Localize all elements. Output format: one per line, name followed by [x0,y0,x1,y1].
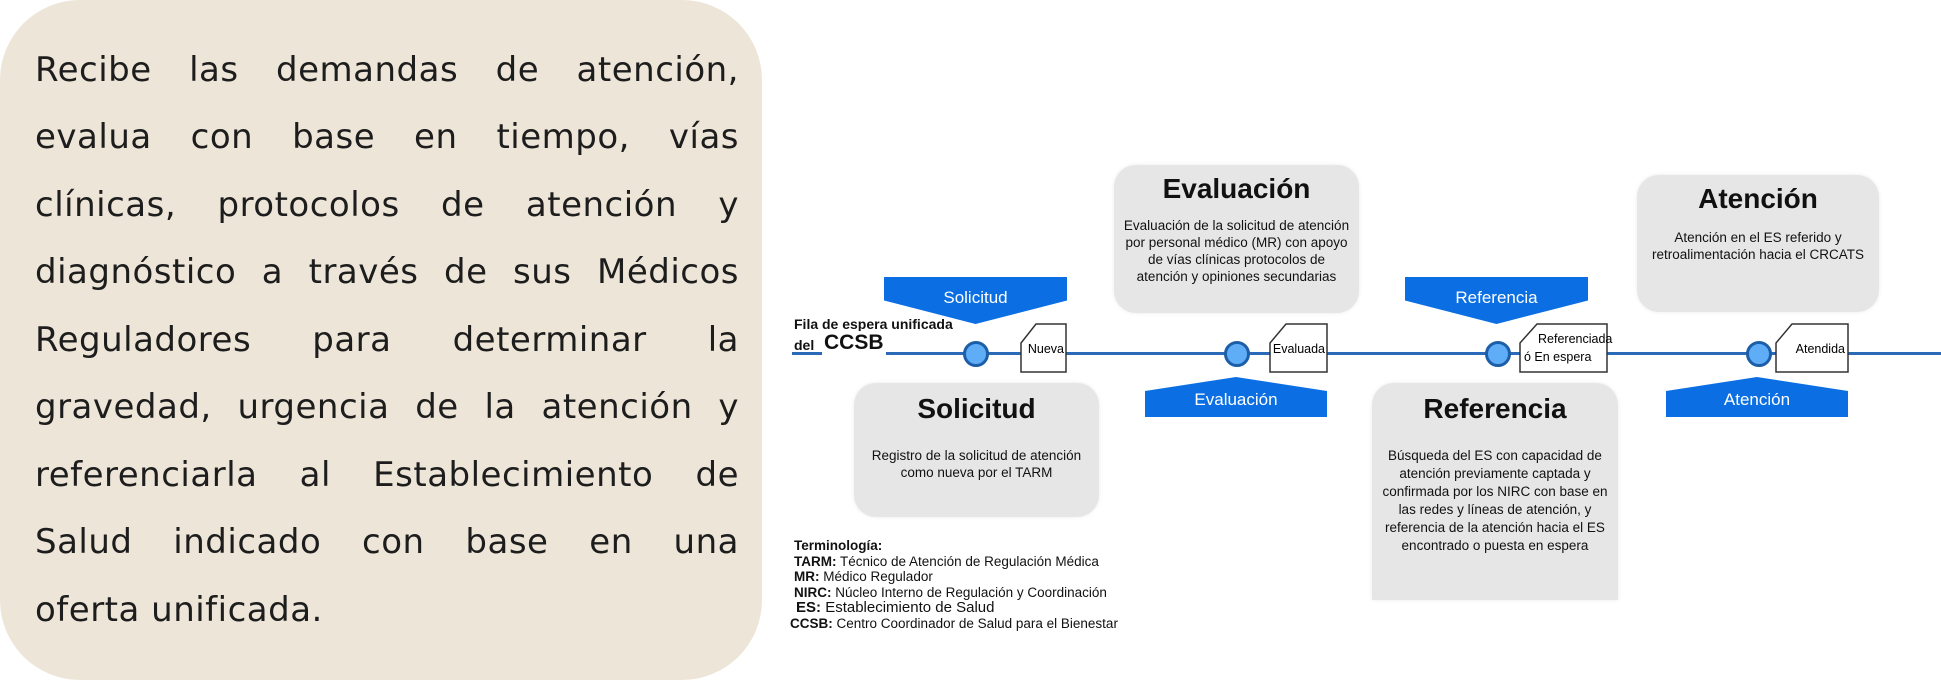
atencion-box-title: Atención [1698,183,1818,214]
atencion-box-text: Atención en el ES referido y retroalimen… [1651,230,1865,262]
solicitud-box-title: Solicitud [917,393,1036,424]
queue-label: Fila de espera unificada [794,316,953,332]
description-line: clínicas, protocolos de atención y [35,185,739,225]
terminology-title: Terminología: [794,538,883,553]
term-abbr: ES: [796,599,822,616]
tag-outline-nueva [1020,323,1067,373]
term-def: Técnico de Atención de Regulación Médica [840,553,1099,569]
description-line: Salud indicado con base en una [35,522,739,562]
evaluacion-banner-label: Evaluación [1194,390,1278,409]
queue-ccsb: CCSB [822,331,886,355]
description-line: diagnóstico a través de sus Médicos [35,252,739,292]
term-def: Centro Coordinador de Salud para el Bien… [836,615,1118,631]
terminology-item: CCSB: Centro Coordinador de Salud para e… [790,616,1118,632]
referencia-box-text: Búsqueda del ES con capacidad de atenció… [1382,448,1608,553]
referencia-box-title: Referencia [1423,393,1567,424]
timeline-node-referencia [1485,341,1511,367]
term-abbr: MR: [794,569,820,584]
atencion-box: Atención Atención en el ES referido y re… [1637,175,1879,312]
state-evaluada: Evaluada [1272,342,1325,356]
term-def: Establecimiento de Salud [825,599,995,616]
description-line: referenciarla al Establecimiento de [35,455,739,495]
terminology-item: TARM: Técnico de Atención de Regulación … [792,554,1118,570]
evaluacion-box-text: Evaluación de la solicitud de atención p… [1123,218,1350,284]
tag-outline-evaluada [1269,323,1328,373]
timeline-node-atencion [1746,341,1772,367]
description-panel: Recibe las demandas de atención, evalua … [0,0,762,680]
term-abbr: TARM: [794,553,837,569]
evaluacion-box-title: Evaluación [1162,173,1311,204]
terminology-item: MR: Médico Regulador [792,569,1118,585]
term-abbr: CCSB: [790,615,833,631]
solicitud-box-text: Registro de la solicitud de atención com… [871,448,1082,480]
referencia-box: Referencia Búsqueda del ES con capacidad… [1372,383,1618,600]
term-def: Médico Regulador [823,569,933,584]
tag-outline-referenciada [1519,323,1608,373]
terminology-item: ES: Establecimiento de Salud [792,600,1118,616]
term-def: Núcleo Interno de Regulación y Coordinac… [835,584,1107,600]
state-atendida: Atendida [1795,342,1845,356]
state-referenciada: Referenciada ó En espera [1524,330,1613,366]
atencion-banner-label: Atención [1723,390,1791,409]
timeline-node-evaluacion [1224,341,1250,367]
description-line: gravedad, urgencia de la atención y [35,387,739,427]
evaluacion-box: Evaluación Evaluación de la solicitud de… [1114,165,1359,313]
description-line: Reguladores para determinar la [35,320,739,360]
state-nueva: Nueva [1027,342,1064,356]
solicitud-box: Solicitud Registro de la solicitud de at… [854,383,1099,517]
queue-del: del [794,337,815,353]
description-line: Recibe las demandas de atención, [35,50,739,90]
terminology-item: NIRC: Núcleo Interno de Regulación y Coo… [792,585,1118,601]
solicitud-banner-label: Solicitud [943,288,1008,307]
referencia-banner-label: Referencia [1455,288,1538,307]
terminology-legend: Terminología: TARM: Técnico de Atención … [790,538,1118,632]
term-abbr: NIRC: [794,584,832,600]
state-referenciada-line1: Referenciada [1538,332,1613,346]
tag-outline-atendida [1775,323,1849,373]
description-line: oferta unificada. [35,590,323,630]
referencia-banner: Referencia [1405,277,1588,324]
description-line: evalua con base en tiempo, vías [35,117,739,157]
timeline-line [792,352,1941,355]
timeline-node-solicitud [963,341,989,367]
state-referenciada-line2: ó En espera [1524,350,1592,364]
